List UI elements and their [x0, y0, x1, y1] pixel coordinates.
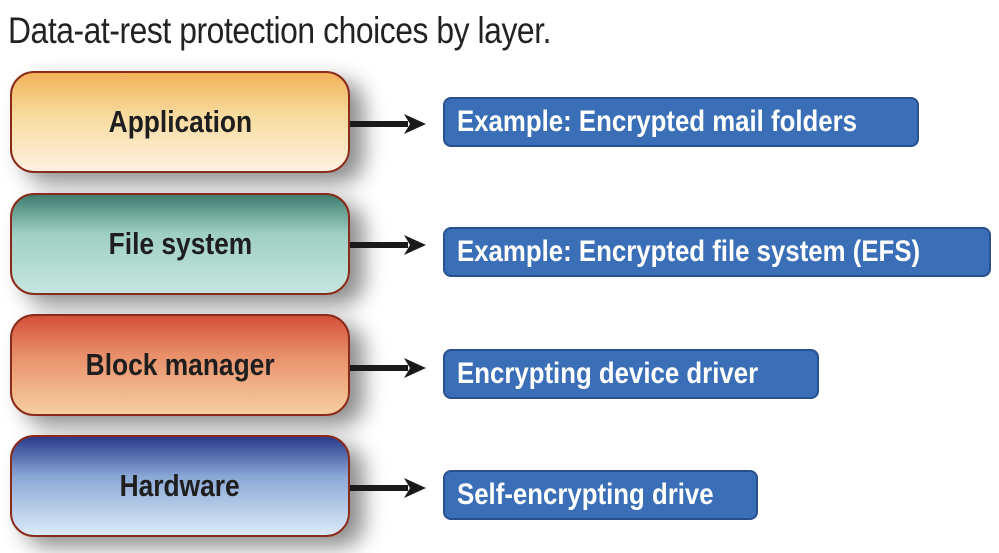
example-box-application: Example: Encrypted mail folders	[443, 97, 919, 147]
example-label: Encrypting device driver	[457, 357, 759, 390]
arrow-right-icon	[350, 478, 426, 498]
example-box-block-manager: Encrypting device driver	[443, 349, 819, 399]
example-label: Example: Encrypted mail folders	[457, 105, 858, 138]
example-label: Self-encrypting drive	[457, 478, 714, 511]
arrow-right-icon	[350, 358, 426, 378]
layer-file-system: File system	[10, 193, 350, 295]
example-box-hardware: Self-encrypting drive	[443, 470, 758, 520]
layer-application: Application	[10, 71, 350, 173]
example-label: Example: Encrypted file system (EFS)	[457, 235, 921, 268]
layer-label: File system	[108, 226, 252, 261]
layer-hardware: Hardware	[10, 435, 350, 537]
layer-block-manager: Block manager	[10, 314, 350, 416]
layer-label: Hardware	[119, 468, 241, 503]
diagram-title: Data-at-rest protection choices by layer…	[8, 10, 552, 51]
layer-label: Application	[108, 104, 252, 139]
example-box-file-system: Example: Encrypted file system (EFS)	[443, 227, 991, 277]
layer-label: Block manager	[85, 347, 275, 382]
arrow-right-icon	[350, 235, 426, 255]
arrow-right-icon	[350, 114, 426, 134]
